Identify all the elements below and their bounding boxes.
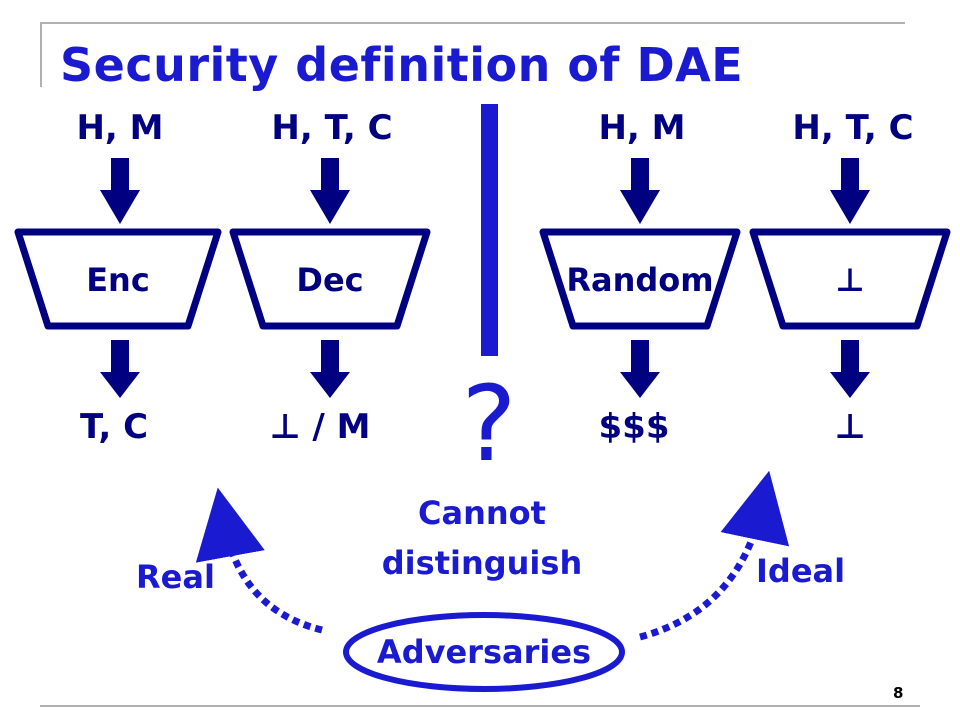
dec-input-arrow [310, 158, 350, 224]
bottom-output-label: ⊥ [834, 407, 866, 447]
random-output-arrow [620, 340, 660, 398]
cannot-label: Cannot [418, 494, 546, 532]
dec-box-label: Dec [296, 261, 364, 299]
enc-input-arrow [100, 158, 140, 224]
frame-bottom-line [40, 705, 920, 707]
random-box-label: Random [566, 261, 714, 299]
frame-top-line [40, 22, 905, 24]
bottom-input-label: H, T, C [792, 108, 914, 148]
bottom-input-arrow [830, 158, 870, 224]
bottom-box-label: ⊥ [835, 261, 865, 299]
dec-input-label: H, T, C [271, 108, 393, 148]
random-output-label: $$$ [598, 407, 670, 447]
adversaries-label: Adversaries [376, 633, 592, 671]
page-number: 8 [893, 684, 904, 702]
real-label: Real [136, 558, 215, 596]
enc-box [14, 228, 222, 330]
enc-output-label: T, C [79, 407, 149, 447]
random-input-arrow [620, 158, 660, 224]
enc-box-label: Enc [86, 261, 150, 299]
frame-left-line [40, 22, 42, 87]
dec-box [229, 228, 431, 330]
vertical-separator [481, 104, 498, 356]
random-input-label: H, M [598, 108, 686, 148]
distinguish-label: distinguish [381, 544, 583, 582]
ideal-dotted-arrow [639, 470, 790, 641]
dec-output-arrow [310, 340, 350, 398]
question-mark: ? [461, 363, 517, 485]
adversaries-ellipse [343, 612, 625, 692]
bottom-box [749, 228, 951, 330]
enc-input-label: H, M [76, 108, 164, 148]
real-dotted-arrow [195, 487, 323, 634]
enc-output-arrow [100, 340, 140, 398]
bottom-output-arrow [830, 340, 870, 398]
slide-title: Security definition of DAE [60, 38, 744, 92]
ideal-label: Ideal [756, 552, 846, 590]
random-box [539, 228, 741, 330]
dec-output-label: ⊥ / M [269, 407, 371, 447]
